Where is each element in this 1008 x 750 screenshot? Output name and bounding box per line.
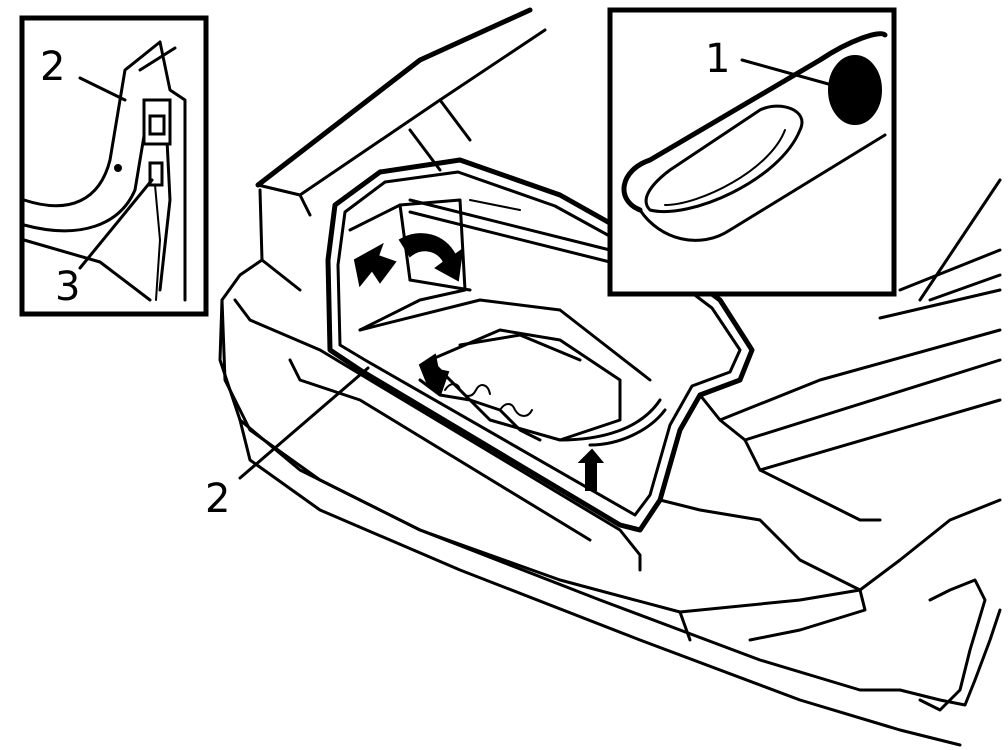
car-rear-illustration: 2 xyxy=(205,7,1002,747)
rear-body xyxy=(218,258,1002,747)
trunk-handle-icon xyxy=(644,104,804,213)
inset-left: 2 3 xyxy=(19,15,209,317)
rear-window xyxy=(878,178,1002,320)
inset-right-label-1: 1 xyxy=(705,36,730,82)
connector-line-upper xyxy=(408,198,612,252)
trunk-interior xyxy=(348,198,667,491)
trunk-release-button-icon xyxy=(828,55,882,125)
trunk-lid xyxy=(255,7,547,292)
arrow-left-in-trunk-icon xyxy=(353,242,397,288)
inset-left-label-3: 3 xyxy=(55,264,80,310)
floor-arrow-right-icon xyxy=(577,448,605,491)
main-label-2: 2 xyxy=(205,476,230,522)
inset-left-label-2: 2 xyxy=(40,44,65,90)
floor-arrow-left-icon xyxy=(418,353,450,397)
connector-line-lower xyxy=(408,210,612,264)
inset-left-frame xyxy=(19,15,209,317)
curved-arrow-icon xyxy=(398,233,464,282)
inset-right: 1 xyxy=(607,7,897,297)
inset-right-frame xyxy=(607,7,897,297)
main-leader-2 xyxy=(238,366,370,480)
